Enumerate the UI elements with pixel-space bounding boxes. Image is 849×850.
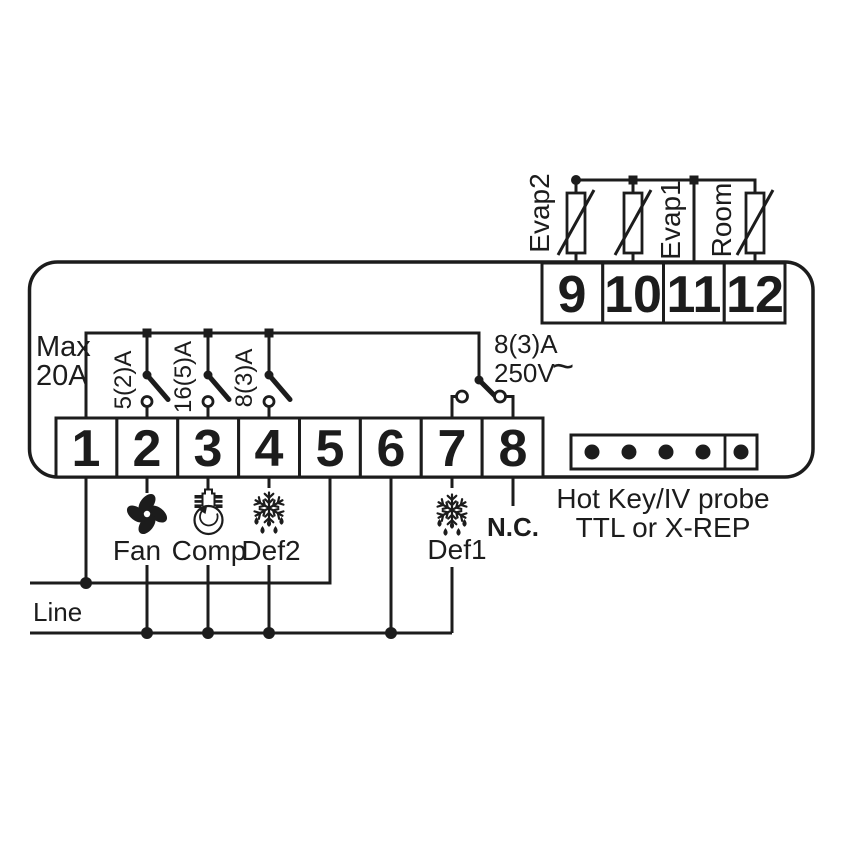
thermistor-slash [613,189,653,256]
defrost-icon [436,495,467,536]
terminal-number: 10 [604,266,662,324]
contact-wire-terminal-7 [450,395,457,418]
hotkey-connector: Hot Key/IV probe TTL or X-REP [556,433,770,543]
connector-pin [658,444,674,460]
terminal-number: 2 [133,420,162,478]
relay-rating-fan: 5(2)A [110,351,137,410]
contact-wire-terminal-8 [505,395,515,418]
fan-icon [123,490,171,538]
changeover-switch: 8(3)A 250V ~ [450,329,574,418]
terminal-number: 8 [499,420,528,478]
junction-square [628,175,638,185]
changeover-rating: 8(3)A [494,329,558,359]
probe-label-room: Room [706,183,737,258]
terminal-box [722,261,787,325]
connector-pin [695,444,711,460]
terminal-cell-3: 3 [176,416,241,479]
nc-label: N.C. [487,512,539,542]
switch-blade [144,372,171,402]
terminal-cell-7: 7 [419,416,484,479]
terminal-cell-8: 8 [480,416,545,479]
switch-contact-nc [493,389,507,404]
terminal-number: 4 [255,420,284,478]
terminal-number: 6 [377,420,406,478]
terminal-cell-4: 4 [237,416,301,479]
terminal-number: 12 [726,266,784,324]
relay-switch-fan: 5(2)A [110,328,171,418]
thermistor-room [735,189,775,263]
junction-dot [80,577,92,589]
switch-contact-no [455,389,469,404]
junction-dot [263,627,275,639]
junction-dot [571,175,581,185]
terminal-number: 5 [316,420,345,478]
connector-pin [584,444,600,460]
hotkey-label-line1: Hot Key/IV probe [556,483,769,514]
probe-section: Evap2 Evap1 Room [524,173,775,263]
load-label-comp: Comp [172,535,247,566]
main-terminal-strip: 1 2 3 4 5 6 7 8 [54,416,545,479]
relay-switch-comp: 16(5)A [170,328,232,418]
terminal-number: 9 [558,266,587,324]
line-bus-upper [30,477,332,585]
terminal-number: 3 [194,420,223,478]
junction-dot [385,627,397,639]
switch-blade [205,372,232,402]
load-label-def1: Def1 [427,534,486,565]
probe-label-evap2: Evap2 [524,173,555,252]
load-label-def2: Def2 [241,535,300,566]
junction-square [689,175,699,185]
switch-contact [140,395,154,408]
switch-blade [266,372,293,402]
junction-dot [141,627,153,639]
thermistor-evap1 [613,189,653,263]
switch-contact [262,395,276,408]
terminal-number: 11 [667,266,722,324]
connector-pin [621,444,637,460]
relay-switch-def2: 8(3)A [231,328,293,418]
terminal-cell-10: 10 [601,261,665,325]
changeover-voltage: 250V [494,358,555,388]
bottom-wiring: N.C. Line [30,477,539,639]
terminal-cell-2: 2 [115,416,180,479]
terminal-cell-9: 9 [540,261,605,325]
terminal-cell-11: 11 [662,261,726,325]
load-label-fan: Fan [113,535,161,566]
terminal-box [176,416,241,479]
terminal-cell-5: 5 [298,416,362,479]
terminal-box [480,416,545,479]
hotkey-label-line2: TTL or X-REP [576,512,751,543]
terminal-number: 1 [72,420,101,478]
switch-contact [201,395,215,408]
terminal-cell-12: 12 [722,261,787,325]
probe-label-evap1: Evap1 [655,180,686,259]
defrost-icon [253,493,284,534]
probe-terminal-strip: 9 10 11 12 [540,261,787,325]
connector-pin [733,444,749,460]
relay-rating-def2: 8(3)A [231,349,258,408]
thermistor-evap2 [556,189,596,263]
thermistor-slash [735,189,775,256]
compressor-icon [193,488,224,536]
terminal-box [54,416,119,479]
max-rating-line1: Max [36,331,91,363]
terminal-cell-6: 6 [358,416,423,479]
max-rating-line2: 20A [36,360,88,392]
ac-symbol: ~ [552,346,574,388]
line-label: Line [33,597,82,627]
relay-rating-comp: 16(5)A [170,341,197,413]
terminal-number: 7 [438,420,467,478]
terminal-box [419,416,484,479]
relay-common-bus [84,331,481,418]
thermistor-slash [556,189,596,256]
junction-dot [202,627,214,639]
terminal-cell-1: 1 [54,416,119,479]
